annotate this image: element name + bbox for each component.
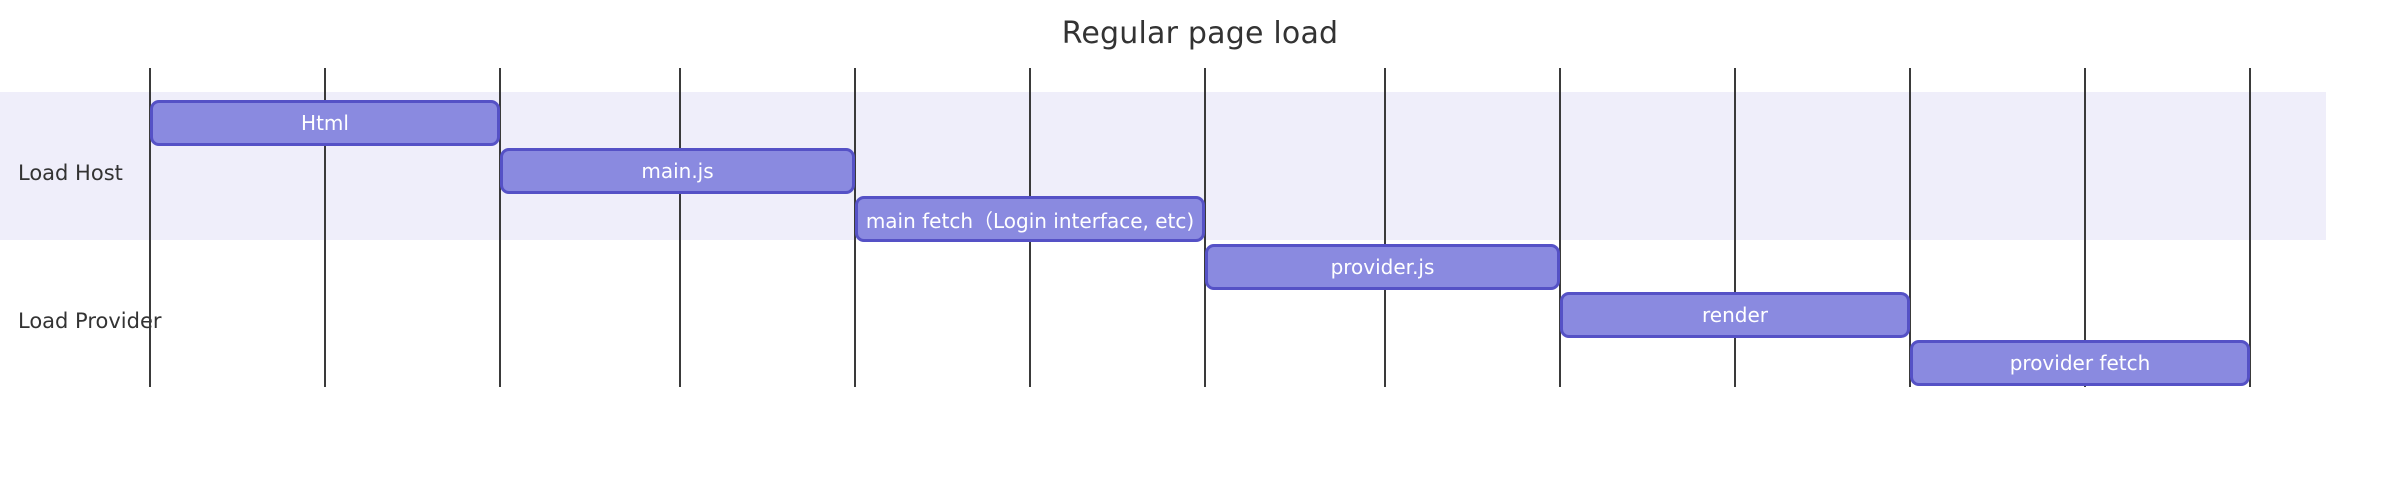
gridline-8: [1559, 68, 1561, 387]
gridline-12: [2249, 68, 2251, 387]
task-bar-label: Html: [301, 111, 349, 135]
gridline-1: [324, 68, 326, 387]
task-bar[interactable]: main fetch（Login interface, etc): [855, 196, 1205, 242]
section-label-load-provider: Load Provider: [18, 309, 162, 333]
gridline-0: [149, 68, 151, 387]
gridline-10: [1909, 68, 1911, 387]
gridline-7: [1384, 68, 1386, 387]
task-bar-label: provider.js: [1330, 255, 1435, 279]
gridline-11: [2084, 68, 2086, 387]
gridline-9: [1734, 68, 1736, 387]
section-label-load-host: Load Host: [18, 161, 123, 185]
task-bar[interactable]: main.js: [500, 148, 855, 194]
task-bar[interactable]: Html: [150, 100, 500, 146]
task-bar[interactable]: provider.js: [1205, 244, 1560, 290]
task-bar[interactable]: render: [1560, 292, 1910, 338]
task-bar-label: provider fetch: [2009, 351, 2151, 375]
gridline-3: [679, 68, 681, 387]
chart-title: Regular page load: [1061, 16, 1339, 51]
task-bar-label: render: [1702, 303, 1768, 327]
task-bar[interactable]: provider fetch: [1910, 340, 2250, 386]
gridline-6: [1204, 68, 1206, 387]
gridline-2: [499, 68, 501, 387]
task-bar-label: main.js: [641, 159, 714, 183]
task-bar-label: main fetch（Login interface, etc): [865, 208, 1195, 233]
